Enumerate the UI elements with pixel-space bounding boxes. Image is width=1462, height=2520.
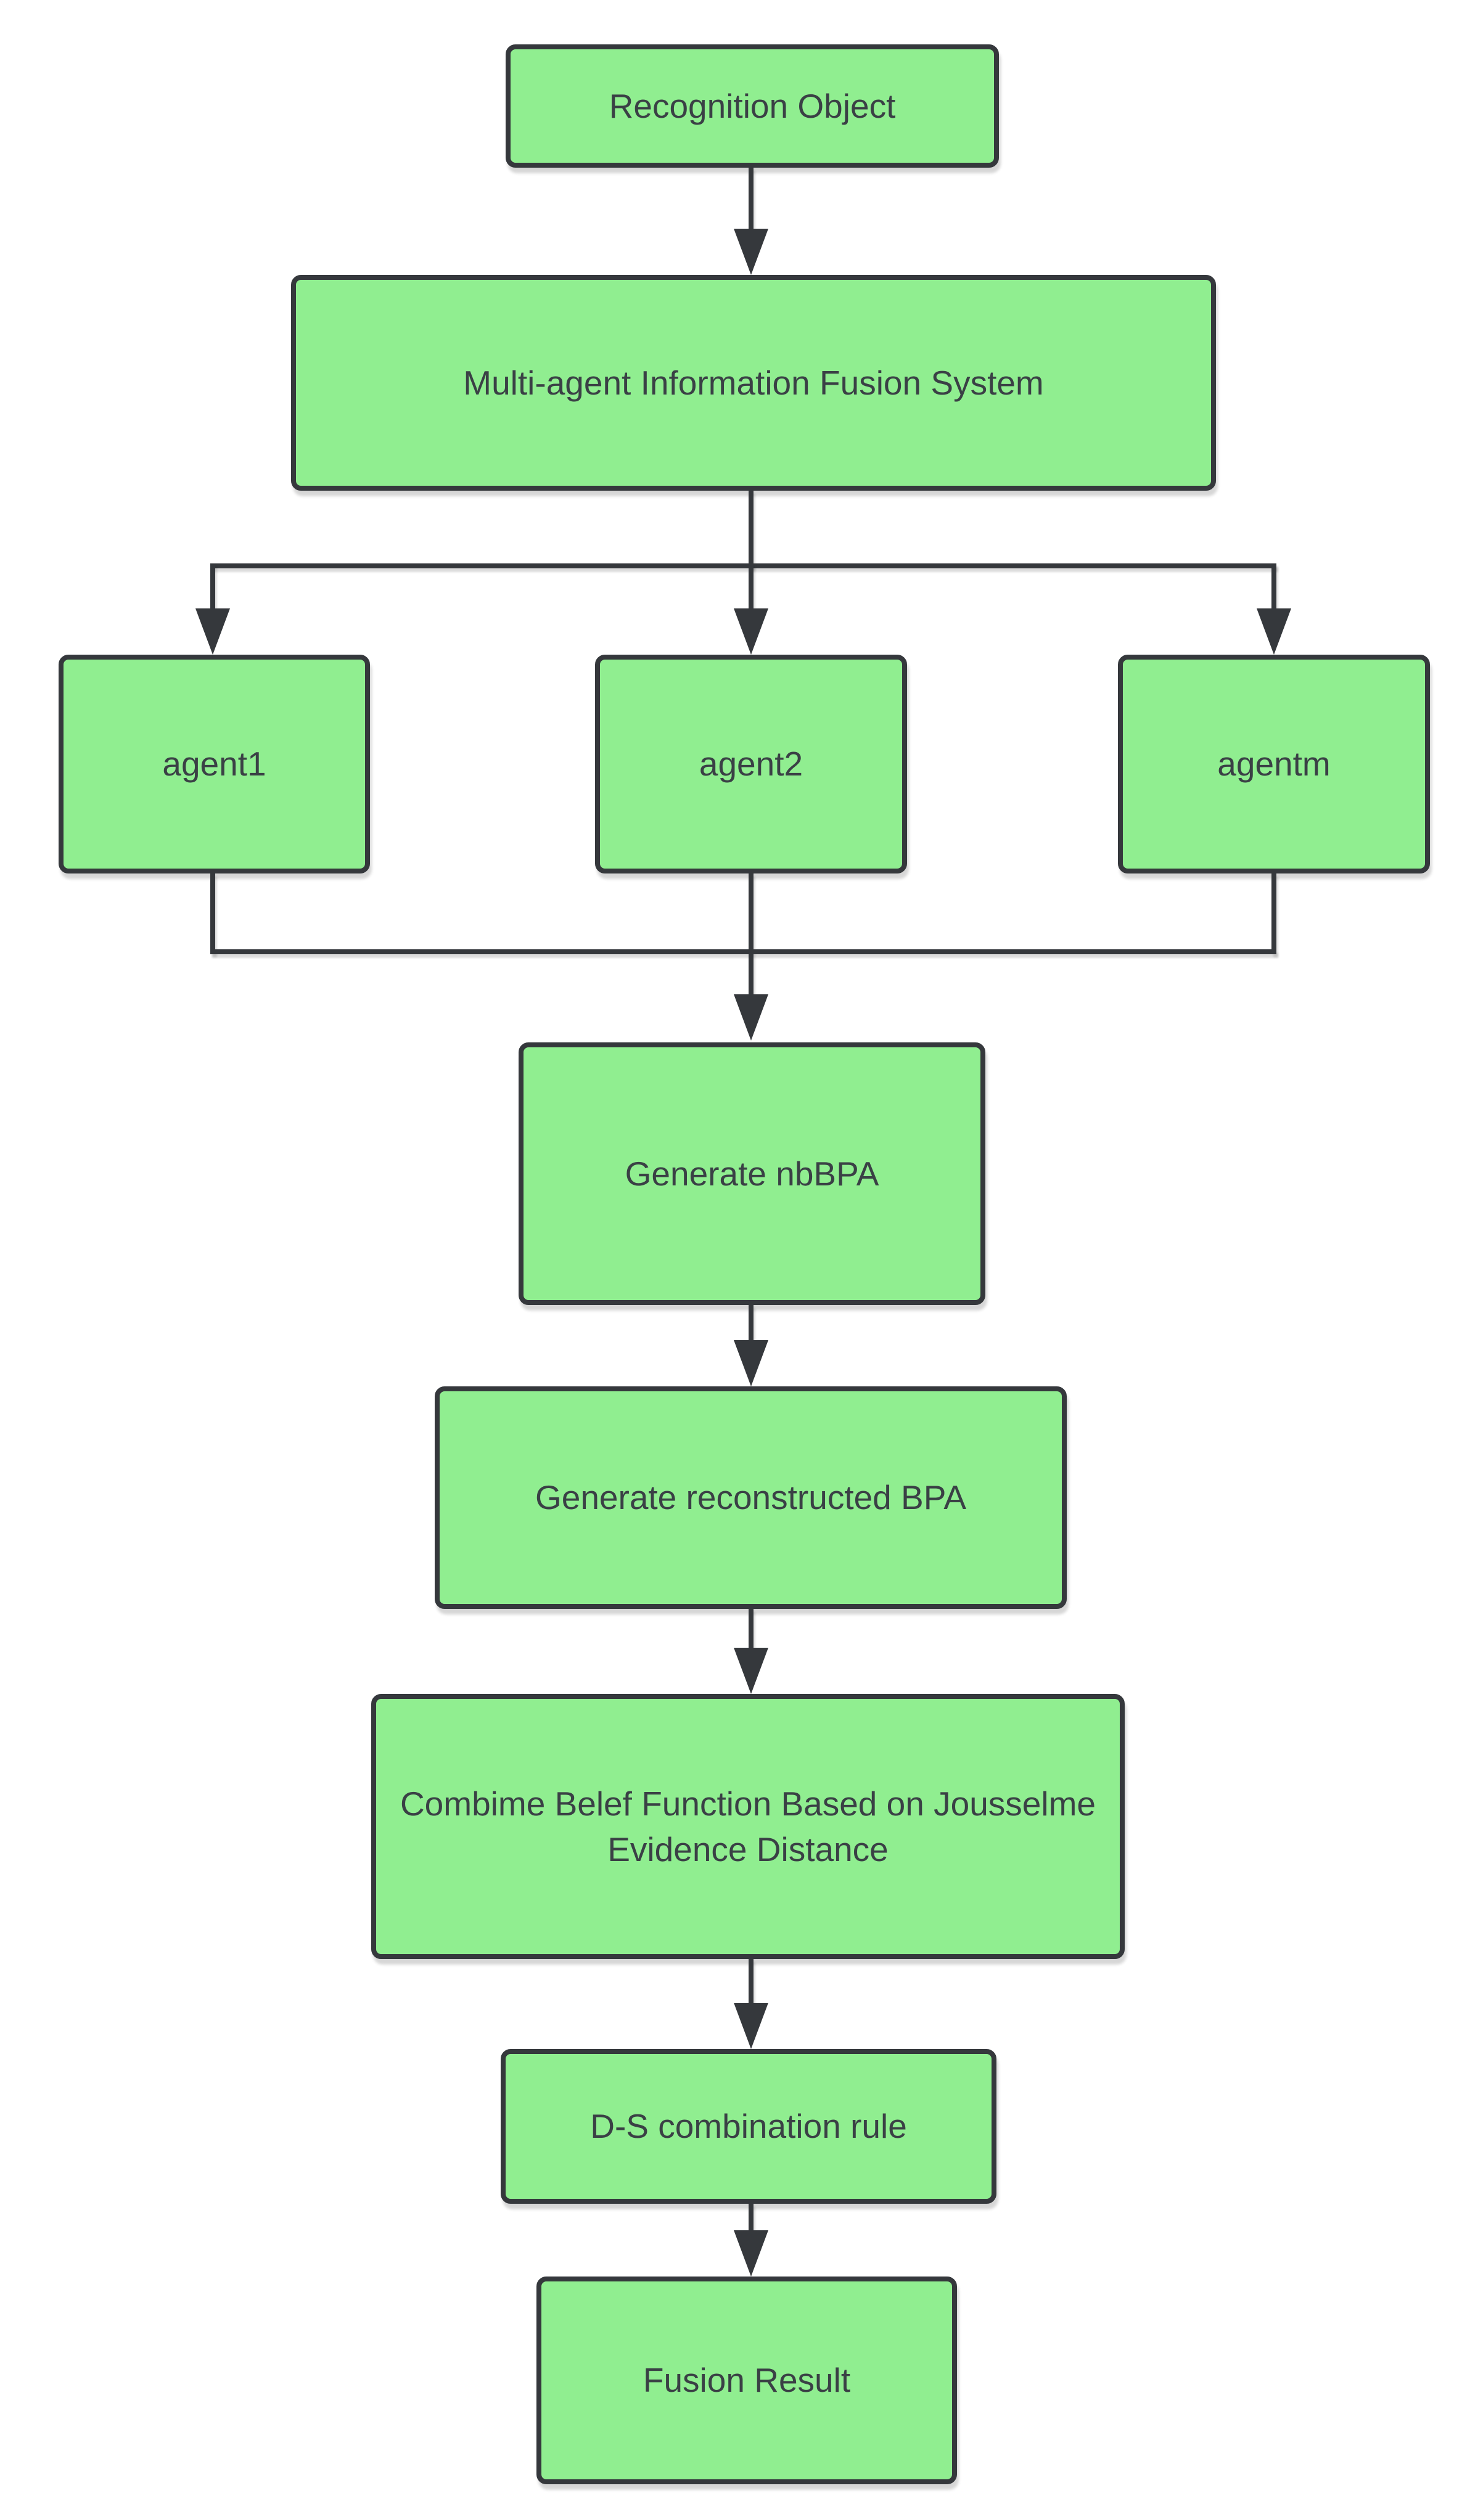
node-combine-belief-function: Combime Belef Function Based on Jousselm… <box>371 1694 1125 1959</box>
node-agent2: agent2 <box>595 655 907 873</box>
node-agent1-label: agent1 <box>162 745 266 783</box>
node-agentm: agentm <box>1118 655 1430 873</box>
split-branch-line <box>210 563 1276 568</box>
edge-to-fusion-result-line <box>749 2204 754 2233</box>
arrowhead-down-icon <box>734 1340 768 1386</box>
arrowhead-down-icon <box>734 1648 768 1694</box>
node-generate-nbbpa: Generate nbBPA <box>519 1042 985 1305</box>
node-generate-reconstructed-bpa-label: Generate reconstructed BPA <box>535 1478 967 1517</box>
arrowhead-down-icon <box>734 2230 768 2277</box>
node-fusion-result-label: Fusion Result <box>643 2361 851 2400</box>
node-agent2-label: agent2 <box>699 745 803 783</box>
edge-to-agentm-line <box>1271 563 1276 613</box>
node-combine-belief-function-label: Combime Belef Function Based on Jousselm… <box>400 1784 1096 1868</box>
arrowhead-down-icon <box>195 608 230 655</box>
edge-agent2-down-line <box>749 873 754 954</box>
node-agent1: agent1 <box>59 655 370 873</box>
edge-to-agent1-line <box>210 563 215 613</box>
node-ds-combination-rule-label: D-S combination rule <box>590 2107 907 2146</box>
edge-recognition-to-system-line <box>749 168 754 232</box>
node-generate-reconstructed-bpa: Generate reconstructed BPA <box>435 1386 1067 1609</box>
edge-agentm-down-line <box>1271 873 1276 954</box>
edge-to-ds-rule-line <box>749 1959 754 2006</box>
arrowhead-down-icon <box>734 994 768 1041</box>
arrowhead-down-icon <box>734 229 768 275</box>
arrowhead-down-icon <box>734 608 768 655</box>
edge-to-agent2-line <box>749 563 754 613</box>
arrowhead-down-icon <box>1257 608 1291 655</box>
node-generate-nbbpa-label: Generate nbBPA <box>625 1154 879 1193</box>
edge-to-nbbpa-line <box>749 954 754 997</box>
edge-to-combine-line <box>749 1609 754 1651</box>
edge-system-stem-line <box>749 491 754 568</box>
node-recognition-object-label: Recognition Object <box>609 86 896 125</box>
edge-agent1-down-line <box>210 873 215 954</box>
node-fusion-system: Multi-agent Information Fusion System <box>291 275 1216 491</box>
node-recognition-object: Recognition Object <box>506 44 999 168</box>
arrowhead-down-icon <box>734 2003 768 2049</box>
node-fusion-system-label: Multi-agent Information Fusion System <box>463 363 1044 402</box>
node-agentm-label: agentm <box>1217 745 1331 783</box>
node-ds-combination-rule: D-S combination rule <box>501 2049 996 2204</box>
merge-branch-line <box>210 949 1276 954</box>
node-fusion-result: Fusion Result <box>536 2277 957 2484</box>
edge-to-reconstructed-line <box>749 1305 754 1343</box>
